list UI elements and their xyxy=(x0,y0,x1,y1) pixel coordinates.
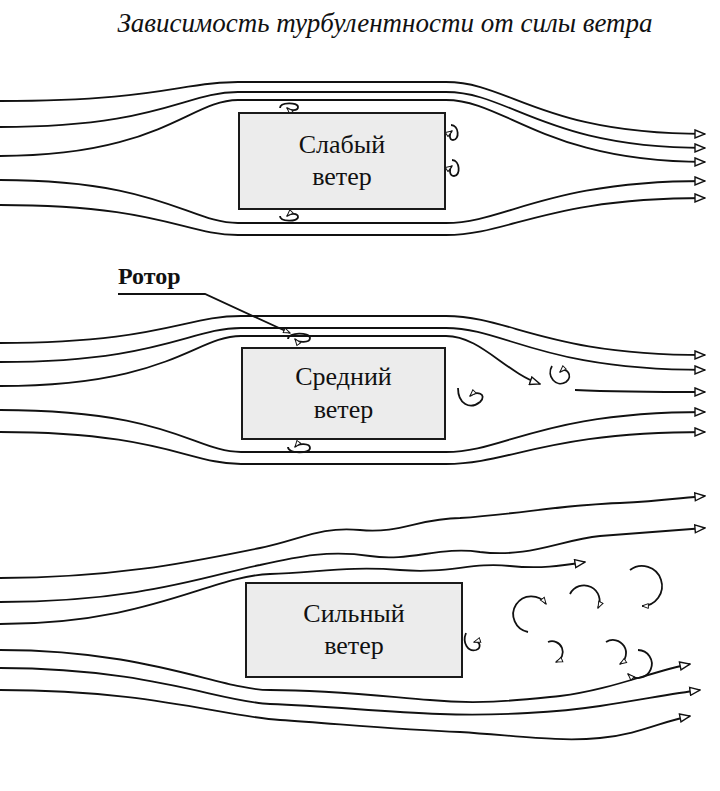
callout-label: Ротор xyxy=(118,263,181,290)
streamlines-medium xyxy=(0,316,705,464)
eddies-strong xyxy=(465,566,662,678)
box-label: Сильный ветер xyxy=(295,598,413,663)
turbulent-eddy xyxy=(606,640,626,664)
streamline xyxy=(575,390,705,392)
streamlines-strong xyxy=(0,496,705,739)
leader-line xyxy=(118,294,290,333)
wind-obstacle-box: Сильный ветер xyxy=(245,582,463,678)
rotor-eddy xyxy=(450,125,458,140)
rotor-eddy xyxy=(550,366,569,384)
box-label: Слабый ветер xyxy=(283,129,401,194)
rotor-eddy xyxy=(280,214,298,221)
wind-obstacle-box: Средний ветер xyxy=(241,347,446,440)
diagram-title: Зависимость турбулентности от силы ветра xyxy=(60,8,710,39)
streamline xyxy=(0,690,690,739)
rotor-eddy xyxy=(280,103,298,110)
rotor-eddy xyxy=(288,444,310,452)
turbulent-eddy xyxy=(548,641,563,662)
turbulent-eddy xyxy=(570,585,600,608)
rotor-eddy xyxy=(450,160,459,176)
box-label: Средний ветер xyxy=(285,361,403,426)
streamlines-weak xyxy=(0,82,705,235)
turbulent-eddy xyxy=(628,650,652,678)
turbulent-eddy xyxy=(465,633,480,650)
rotors-medium xyxy=(118,294,569,452)
turbulent-eddy xyxy=(630,566,662,606)
wind-obstacle-box: Слабый ветер xyxy=(238,112,446,210)
turbulent-eddy xyxy=(513,596,546,632)
rotor-eddy xyxy=(458,388,483,406)
rotor-eddy xyxy=(288,334,310,342)
streamline xyxy=(0,496,705,578)
